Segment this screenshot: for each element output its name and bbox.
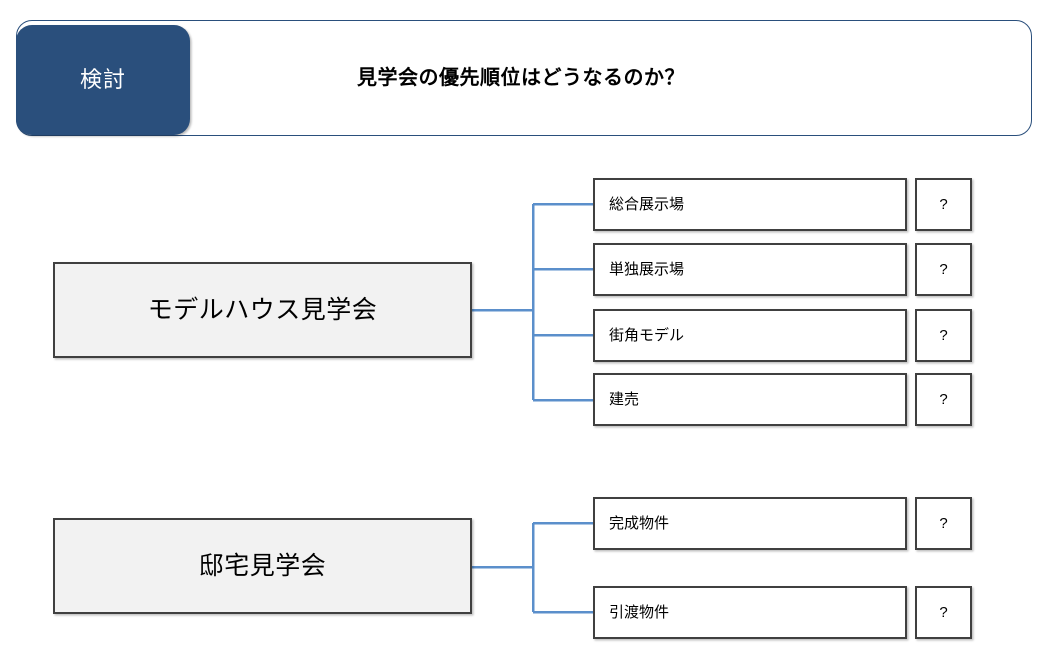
mark-box-label: ?: [939, 515, 948, 532]
mark-box-label: ?: [939, 261, 948, 278]
child-box-label: 完成物件: [609, 515, 670, 532]
parent-box-label: モデルハウス見学会: [147, 295, 378, 324]
mark-box-label: ?: [939, 604, 948, 621]
parent-box-teitaku[interactable]: 邸宅見学会: [53, 518, 472, 614]
child-box-label: 街角モデル: [609, 327, 685, 344]
child-box-label: 建売: [609, 391, 640, 408]
mark-box-label: ?: [939, 327, 948, 344]
mark-box-kansei-bukken[interactable]: ?: [915, 497, 972, 550]
header-badge-label: 検討: [79, 67, 126, 92]
child-box-hikiwatashi-bukken[interactable]: 引渡物件: [593, 586, 907, 639]
child-box-tateuri[interactable]: 建売: [593, 373, 907, 426]
header-banner: 検討 見学会の優先順位はどうなるのか？: [16, 20, 1032, 136]
mark-box-machikado-model[interactable]: ?: [915, 309, 972, 362]
child-box-kansei-bukken[interactable]: 完成物件: [593, 497, 907, 550]
parent-box-model-house[interactable]: モデルハウス見学会: [53, 262, 472, 358]
header-title-container: 見学会の優先順位はどうなるのか？: [190, 20, 1032, 136]
mark-box-label: ?: [939, 196, 948, 213]
parent-box-label: 邸宅見学会: [198, 551, 327, 580]
child-box-sogo-tenjijo[interactable]: 総合展示場: [593, 178, 907, 231]
page-title: 見学会の優先順位はどうなるのか？: [357, 67, 685, 89]
child-box-label: 引渡物件: [609, 604, 670, 621]
child-box-tandoku-tenjijo[interactable]: 単独展示場: [593, 243, 907, 296]
mark-box-sogo-tenjijo[interactable]: ?: [915, 178, 972, 231]
mark-box-tandoku-tenjijo[interactable]: ?: [915, 243, 972, 296]
child-box-machikado-model[interactable]: 街角モデル: [593, 309, 907, 362]
header-badge: 検討: [16, 25, 190, 135]
mark-box-tateuri[interactable]: ?: [915, 373, 972, 426]
mark-box-label: ?: [939, 391, 948, 408]
mark-box-hikiwatashi-bukken[interactable]: ?: [915, 586, 972, 639]
child-box-label: 単独展示場: [609, 261, 685, 278]
child-box-label: 総合展示場: [609, 196, 685, 213]
